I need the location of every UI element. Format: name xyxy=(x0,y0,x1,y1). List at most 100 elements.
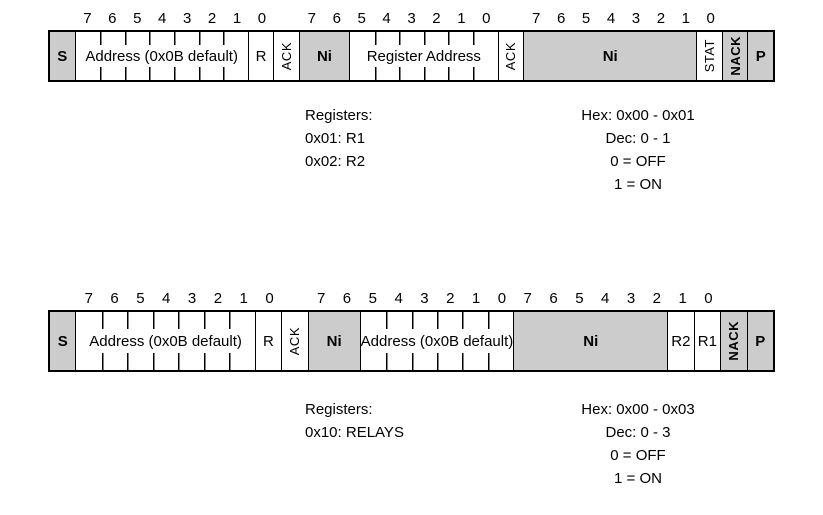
bit-number-group: 0 xyxy=(696,286,722,310)
field-label: ACK xyxy=(279,41,295,71)
field-label: STAT xyxy=(702,39,718,73)
bit-number: 2 xyxy=(656,10,666,27)
field-label: R xyxy=(263,332,274,350)
field-label: Address (0x0B default) xyxy=(360,332,514,350)
bit-number: 2 xyxy=(652,290,662,307)
bit-slot xyxy=(448,32,474,80)
note-line: Hex: 0x00 - 0x03 xyxy=(581,401,695,418)
field-label: P xyxy=(755,47,766,65)
field-p: P xyxy=(747,32,774,80)
bit-slot xyxy=(423,32,449,80)
bit-number: 0 xyxy=(497,290,507,307)
frame1-registers-note: Registers: 0x01: R1 0x02: R2 xyxy=(305,104,373,173)
bit-slot xyxy=(473,32,498,80)
bit-number: 5 xyxy=(357,10,366,27)
bit-tick-marks xyxy=(350,32,498,80)
field-ack: ACK xyxy=(281,312,307,370)
bit-number: 2 xyxy=(446,290,455,307)
bit-number: 5 xyxy=(581,10,591,27)
field-s: S xyxy=(50,312,76,370)
bit-number: 3 xyxy=(187,290,197,307)
field-label: NACK xyxy=(727,36,743,76)
field-label: NACK xyxy=(726,321,742,361)
bit-number-group xyxy=(721,286,747,310)
bit-slot xyxy=(101,312,128,370)
field-label: Register Address xyxy=(366,47,481,65)
bit-number: 4 xyxy=(382,10,391,27)
field-address-0x0b-default-: Address (0x0B default) xyxy=(359,312,514,370)
bit-slot xyxy=(487,312,514,370)
field-register-address: Register Address xyxy=(349,32,498,80)
note-line: 0 = OFF xyxy=(610,447,666,464)
bit-number-group xyxy=(499,6,524,30)
bit-slot xyxy=(411,312,437,370)
bit-number: 2 xyxy=(432,10,441,27)
bit-slot xyxy=(178,312,204,370)
bit-number-group: 1 xyxy=(670,286,696,310)
bit-slot xyxy=(436,312,463,370)
note-line: Dec: 0 - 1 xyxy=(605,130,671,147)
bit-number: 0 xyxy=(265,290,274,307)
bit-number-group xyxy=(50,6,75,30)
bit-number: 5 xyxy=(133,10,142,27)
field-label: ACK xyxy=(503,41,519,71)
bit-number-group: 0 xyxy=(257,286,283,310)
field-label: ACK xyxy=(287,326,303,356)
bit-number: 0 xyxy=(257,10,267,27)
bit-number: 1 xyxy=(232,10,242,27)
bit-number: 6 xyxy=(549,290,558,307)
field-ni: Ni xyxy=(307,312,360,370)
bit-number: 5 xyxy=(136,290,145,307)
note-line: 0x02: R2 xyxy=(305,153,366,170)
bit-number-group: 0 xyxy=(698,6,723,30)
bit-number: 6 xyxy=(556,10,566,27)
field-label: S xyxy=(57,332,68,350)
bit-number-group xyxy=(50,286,76,310)
note-line: 0 = OFF xyxy=(610,153,666,170)
bit-slot xyxy=(374,32,400,80)
bit-number xyxy=(747,306,773,310)
note-line: Hex: 0x00 - 0x01 xyxy=(581,107,695,124)
bit-number: 1 xyxy=(457,10,466,27)
field-p: P xyxy=(746,312,774,370)
bit-number xyxy=(50,26,75,30)
field-nack: NACK xyxy=(720,312,747,370)
bit-slot xyxy=(124,32,150,80)
field-label: Address (0x0B default) xyxy=(89,332,242,350)
note-line: 1 = ON xyxy=(614,470,662,487)
bit-slot xyxy=(386,312,412,370)
bit-slot xyxy=(462,312,488,370)
frame1-values-note: Hex: 0x00 - 0x01 Dec: 0 - 1 0 = OFF 1 = … xyxy=(568,104,708,196)
field-address-0x0b-default-: Address (0x0B default) xyxy=(75,312,255,370)
bit-number: 2 xyxy=(213,290,223,307)
field-ack: ACK xyxy=(273,32,299,80)
bit-number: 1 xyxy=(471,290,481,307)
field-label: Ni xyxy=(583,332,599,350)
bit-slot xyxy=(223,32,248,80)
bit-number: 4 xyxy=(606,10,616,27)
field-r2: R2 xyxy=(667,312,693,370)
bit-number: 3 xyxy=(420,290,429,307)
bit-number: 6 xyxy=(342,290,352,307)
bit-number xyxy=(274,26,299,30)
bit-number: 6 xyxy=(332,10,341,27)
field-label: Ni xyxy=(602,47,618,65)
bit-tick-marks xyxy=(76,312,255,370)
field-r1: R1 xyxy=(693,312,720,370)
bit-number: 0 xyxy=(706,10,715,27)
note-line: 0x01: R1 xyxy=(305,130,366,147)
bit-number: 5 xyxy=(368,290,377,307)
bit-slot xyxy=(229,312,255,370)
bit-slot xyxy=(173,32,199,80)
note-line: Registers: xyxy=(305,107,373,124)
bit-number: 3 xyxy=(182,10,192,27)
field-label: R2 xyxy=(671,332,691,350)
